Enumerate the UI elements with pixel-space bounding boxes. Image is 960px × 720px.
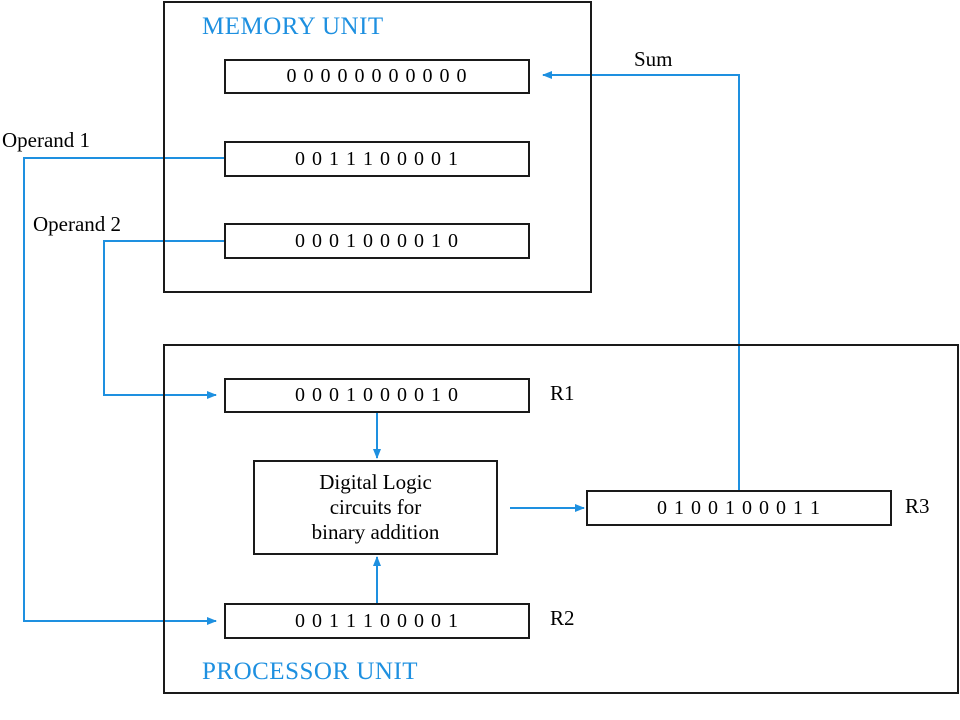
memory-unit-title: MEMORY UNIT xyxy=(202,13,384,40)
sum-label: Sum xyxy=(634,47,673,71)
logic-text-line-1: Digital Logic xyxy=(319,470,432,495)
memory-word-sum: 0 0 0 0 0 0 0 0 0 0 0 xyxy=(224,59,530,94)
operand1-label: Operand 1 xyxy=(2,128,91,152)
register-r3: 0 1 0 0 1 0 0 0 1 1 xyxy=(586,490,892,526)
register-r2: 0 0 1 1 1 0 0 0 0 1 xyxy=(224,603,530,639)
logic-text-line-3: binary addition xyxy=(311,519,440,544)
register-r1: 0 0 0 1 0 0 0 0 1 0 xyxy=(224,378,530,413)
processor-unit-title: PROCESSOR UNIT xyxy=(202,658,419,685)
register-r3-label: R3 xyxy=(905,494,930,518)
operand1-line xyxy=(23,157,224,625)
processor-unit-box xyxy=(163,344,959,694)
operand2-label: Operand 2 xyxy=(33,212,122,236)
sum-line xyxy=(542,71,740,490)
binary-addition-logic-box: Digital Logic circuits for binary additi… xyxy=(253,460,498,555)
memory-word-operand2: 0 0 0 1 0 0 0 0 1 0 xyxy=(224,223,530,259)
memory-word-operand1: 0 0 1 1 1 0 0 0 0 1 xyxy=(224,141,530,177)
memory-unit-box xyxy=(163,1,592,293)
register-r1-label: R1 xyxy=(550,381,575,405)
register-r2-label: R2 xyxy=(550,606,575,630)
logic-text-line-2: circuits for xyxy=(329,495,422,520)
